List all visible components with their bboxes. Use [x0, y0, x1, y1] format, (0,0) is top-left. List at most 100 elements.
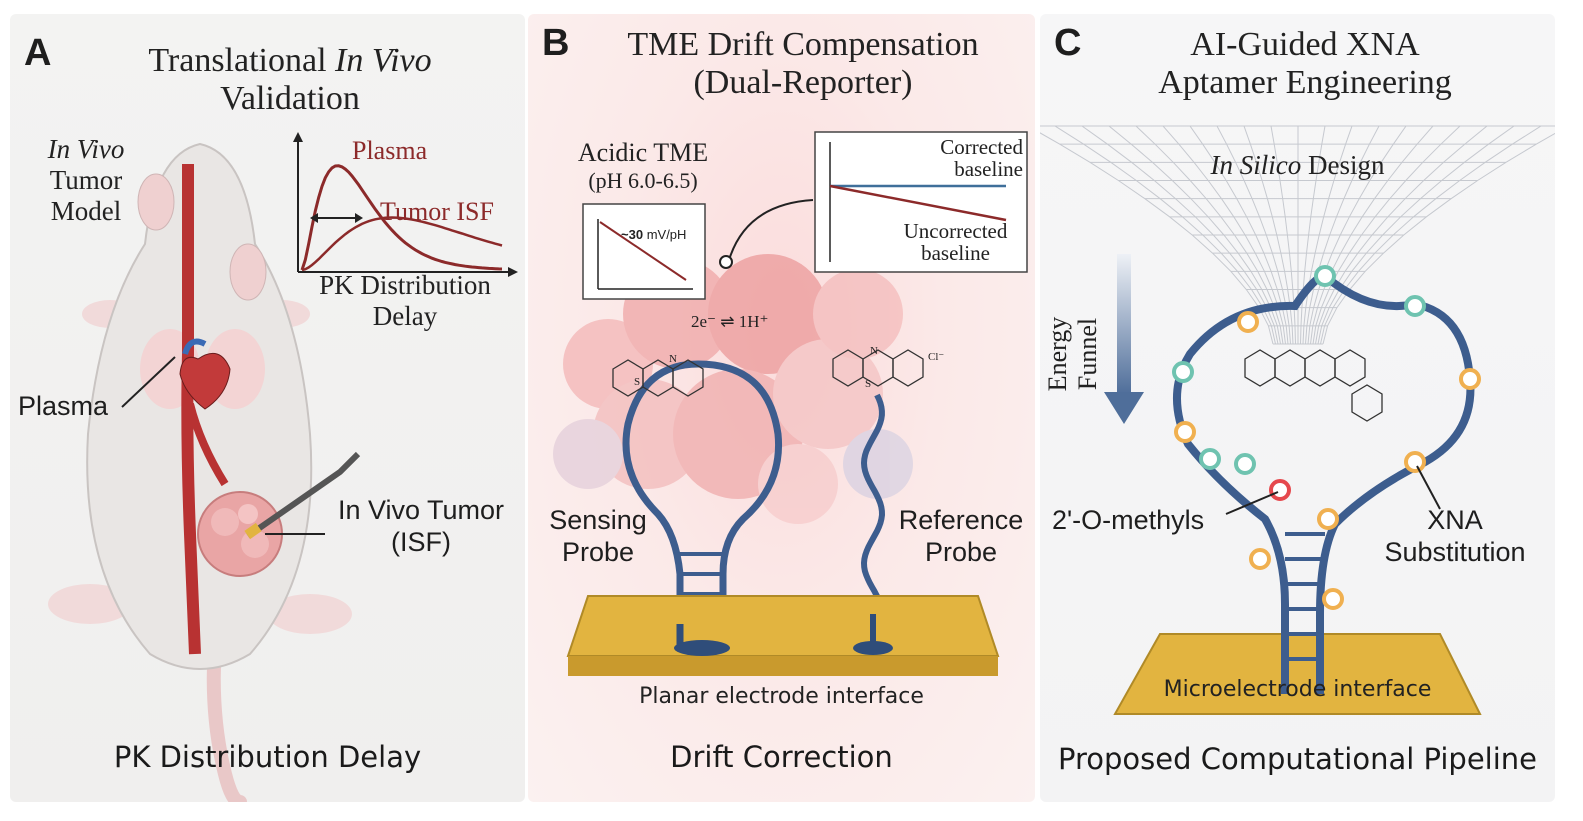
panel-c: C AI-Guided XNA Aptamer Engineering [1040, 14, 1555, 802]
aptamer-stem-rungs [1285, 532, 1325, 661]
probe-tip [244, 522, 262, 540]
in-silico-rest: Design [1301, 150, 1385, 180]
tumor-cell [241, 530, 269, 558]
nucleotide-xna [1459, 368, 1481, 390]
reference-line2: Probe [924, 537, 998, 567]
tumor-callout-line2: (ISF) [391, 527, 451, 557]
funnel-grid-line [1320, 125, 1542, 345]
panel-b-caption: Drift Correction [670, 740, 893, 774]
redox-label: 2e⁻ ⇌ 1H⁺ [691, 312, 769, 331]
slope-unit: mV/pH [646, 227, 687, 242]
funnel-grid-line [1310, 125, 1434, 345]
sensing-probe-label: Sensing Probe [538, 504, 658, 568]
sensing-probe-strand [622, 360, 783, 646]
nucleotide-2ome [1172, 361, 1194, 383]
microelectrode-label: Microelectrode interface [1163, 677, 1432, 702]
baseline-connector-dot [719, 255, 733, 269]
reference-probe-label: Reference Probe [891, 504, 1031, 568]
reference-probe-anchor [853, 641, 893, 655]
delay-arrow-head-left [310, 213, 318, 223]
doxorubicin-molecule [1244, 349, 1383, 422]
nucleotide-2ome [1199, 448, 1221, 470]
panel-b-title: TME Drift Compensation (Dual-Reporter) [578, 26, 1028, 102]
funnel-grid-line [1322, 132, 1555, 345]
microelectrode [1113, 633, 1482, 715]
panel-c-label: C [1054, 22, 1082, 64]
energy-funnel-arrow-shaft [1117, 254, 1131, 394]
heart-vessel [182, 338, 207, 355]
baseline-connector-line [729, 199, 814, 258]
chem-s-label-ref: S [865, 378, 872, 390]
nucleotide-xna [1237, 311, 1259, 333]
energy-funnel-label: Energy Funnel [1043, 316, 1102, 392]
xna-substitution-label: XNA Substitution [1365, 504, 1545, 568]
corrected-baseline-label: Corrected baseline [898, 136, 1023, 180]
sensing-probe-anchor [674, 640, 730, 656]
nucleotide-xna [1249, 548, 1271, 570]
chem-n-label: N [669, 353, 677, 365]
modified-nucleotides [1172, 265, 1481, 610]
pk-plot-caption-line1: PK Distribution [319, 270, 491, 300]
pk-y-axis-arrow [293, 132, 303, 142]
panel-c-title-line2: Aptamer Engineering [1158, 64, 1452, 101]
methyl-callout-line [1225, 491, 1279, 515]
acidic-tme-line1: Acidic TME [577, 138, 709, 167]
xna-line2: Substitution [1384, 537, 1526, 567]
acidic-tme-label: Acidic TME (pH 6.0-6.5) [558, 138, 728, 194]
planar-electrode-edge [568, 656, 998, 676]
panel-c-caption: Proposed Computational Pipeline [1058, 742, 1537, 776]
chem-cl-label: Cl⁻ [928, 351, 945, 363]
panel-a-title: Translational In Vivo Validation [70, 42, 510, 118]
methylene-blue-reference [832, 349, 924, 387]
baseline-inset-box [814, 131, 1028, 273]
uncorrected-line2: baseline [921, 241, 990, 265]
delay-arrow-head-right [355, 213, 363, 223]
panel-b-label: B [542, 22, 570, 64]
nucleotide-xna [1174, 421, 1196, 443]
funnel-grid-line [1300, 125, 1326, 345]
plasma-callout-label: Plasma [18, 391, 109, 421]
sensing-line1: Sensing [549, 505, 647, 535]
tumor-callout-label: In Vivo Tumor (ISF) [326, 494, 516, 558]
sensing-line2: Probe [561, 537, 635, 567]
panel-c-title: AI-Guided XNA Aptamer Engineering [1080, 26, 1530, 102]
funnel-grid-line [1315, 125, 1488, 345]
microprobe [246, 451, 361, 539]
panel-a-caption: PK Distribution Delay [113, 740, 422, 774]
xna-line1: XNA [1427, 505, 1483, 535]
funnel-grid-line [1317, 125, 1515, 345]
panel-a-title-prefix: Translational [148, 42, 336, 79]
reference-line1: Reference [898, 505, 1024, 535]
panel-a-title-italic: In Vivo [335, 42, 432, 79]
plasma-curve [300, 164, 503, 271]
planar-electrode-label: Planar electrode interface [639, 684, 924, 709]
slope-value: ~30 [621, 227, 644, 242]
panel-a-title-line2: Validation [220, 80, 360, 117]
chem-s-label: S [634, 376, 641, 388]
tumor-callout-line1: In Vivo Tumor [337, 495, 505, 525]
methyl-label: 2'-O-methyls [1052, 505, 1205, 535]
tumor-model-line2: Tumor [49, 165, 123, 195]
in-silico-design-label: In Silico Design [1040, 150, 1555, 181]
tumor-cell-cluster [553, 254, 913, 524]
tumor-isf-curve [301, 216, 503, 272]
plot-plasma-label: Plasma [352, 136, 428, 165]
plot-tumor-label: Tumor ISF [380, 197, 494, 226]
corrected-line2: baseline [954, 157, 1023, 181]
nucleotide-xna [1404, 451, 1426, 473]
energy-funnel-grid [1040, 125, 1555, 345]
funnel-grid-line [1305, 125, 1380, 345]
energy-funnel-arrow-head [1104, 392, 1144, 424]
tumor-cell [238, 504, 258, 524]
rat-tail [206, 637, 247, 802]
chem-n-label-ref: N [870, 345, 878, 357]
in-silico-italic: In Silico [1210, 150, 1302, 180]
uncorrected-line1: Uncorrected [903, 219, 1008, 243]
tumor-model-line3: Model [50, 196, 122, 226]
panel-b-title-line2: (Dual-Reporter) [693, 64, 913, 101]
pk-x-axis-arrow [508, 267, 518, 277]
slope-line [599, 221, 687, 281]
nucleotide-xna [1317, 508, 1339, 530]
methylene-blue-sensing [612, 359, 704, 397]
tumor-model-label: In Vivo Tumor Model [26, 134, 146, 227]
